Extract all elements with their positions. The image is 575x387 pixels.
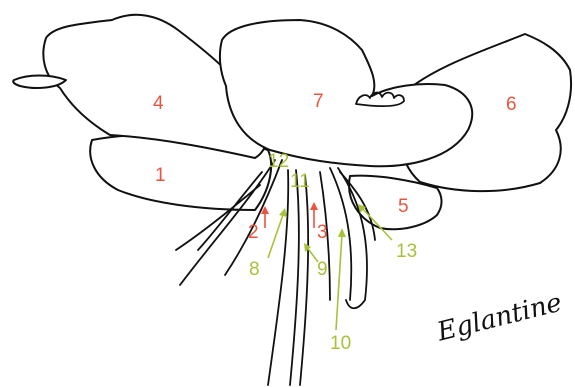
label-11: 11 <box>290 172 310 191</box>
arrow-10 <box>336 234 342 330</box>
stem-center <box>268 170 288 385</box>
label-8: 8 <box>249 260 260 279</box>
arrow-10-head <box>338 228 346 237</box>
label-13: 13 <box>396 242 417 261</box>
label-7: 7 <box>313 92 324 111</box>
label-1: 1 <box>155 166 166 185</box>
label-4: 4 <box>153 94 164 113</box>
arrow-8-head <box>279 208 287 217</box>
label-10: 10 <box>330 334 351 353</box>
arrow-8 <box>268 212 284 258</box>
stem-center-3 <box>300 175 308 385</box>
stem-center-2 <box>290 170 299 385</box>
label-2: 2 <box>248 223 259 242</box>
label-9: 9 <box>317 260 328 279</box>
label-3: 3 <box>317 223 328 242</box>
petal-7 <box>220 20 472 166</box>
label-5: 5 <box>398 197 409 216</box>
arrow-3-head <box>310 202 318 210</box>
label-12: 12 <box>268 152 289 171</box>
label-6: 6 <box>506 95 517 114</box>
